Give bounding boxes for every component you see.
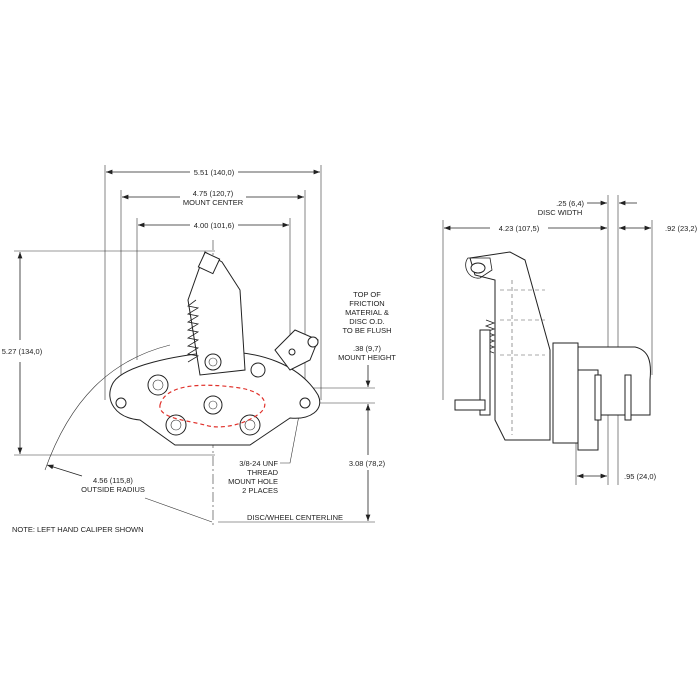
dim-mount-center-label: MOUNT CENTER: [183, 198, 244, 207]
dim-overall-width: 5.51 (140,0): [194, 168, 235, 177]
dim-length: 4.23 (107,5): [499, 224, 540, 233]
caliper-side-view: [454, 251, 651, 451]
dim-radius: 4.56 (115,8): [93, 476, 133, 485]
flush-note-line: TO BE FLUSH: [342, 326, 391, 335]
caliper-front-view: [44, 251, 321, 471]
disc-outline: [159, 384, 266, 428]
mount-hole: [115, 397, 127, 409]
dim-mount-center: 4.75 (120,7): [193, 189, 234, 198]
flush-note-line: TOP OF: [353, 290, 381, 299]
dim-inner-width: 4.00 (101,6): [194, 221, 235, 230]
flush-note-line: MATERIAL &: [345, 308, 389, 317]
caliper-note: NOTE: LEFT HAND CALIPER SHOWN: [12, 525, 144, 534]
dim-disc-width: .25 (6,4): [556, 199, 584, 208]
dim-pad-offset: .95 (24,0): [624, 472, 657, 481]
labels: 5.51 (140,0) 4.75 (120,7) MOUNT CENTER 4…: [2, 168, 698, 534]
dim-disc-width-label: DISC WIDTH: [538, 208, 583, 217]
dim-centerline-height: 3.08 (78,2): [349, 459, 386, 468]
thread-note-line: 3/8-24 UNF: [239, 459, 278, 468]
centerline-label: DISC/WHEEL CENTERLINE: [247, 513, 343, 522]
thread-note-line: MOUNT HOLE: [228, 477, 278, 486]
dim-offset: .92 (23,2): [665, 224, 698, 233]
mount-hole: [299, 397, 311, 409]
dim-radius-label: OUTSIDE RADIUS: [81, 485, 145, 494]
dim-mount-height: .38 (9,7): [353, 344, 381, 353]
dim-mount-height-label: MOUNT HEIGHT: [338, 353, 396, 362]
dim-height: 5.27 (134,0): [2, 347, 43, 356]
thread-note-line: 2 PLACES: [242, 486, 278, 495]
spring-icon: [186, 299, 200, 363]
flush-note-line: FRICTION: [349, 299, 384, 308]
thread-note-line: THREAD: [247, 468, 278, 477]
left-view-dimensions: [14, 165, 375, 525]
flush-note-line: DISC O.D.: [349, 317, 384, 326]
